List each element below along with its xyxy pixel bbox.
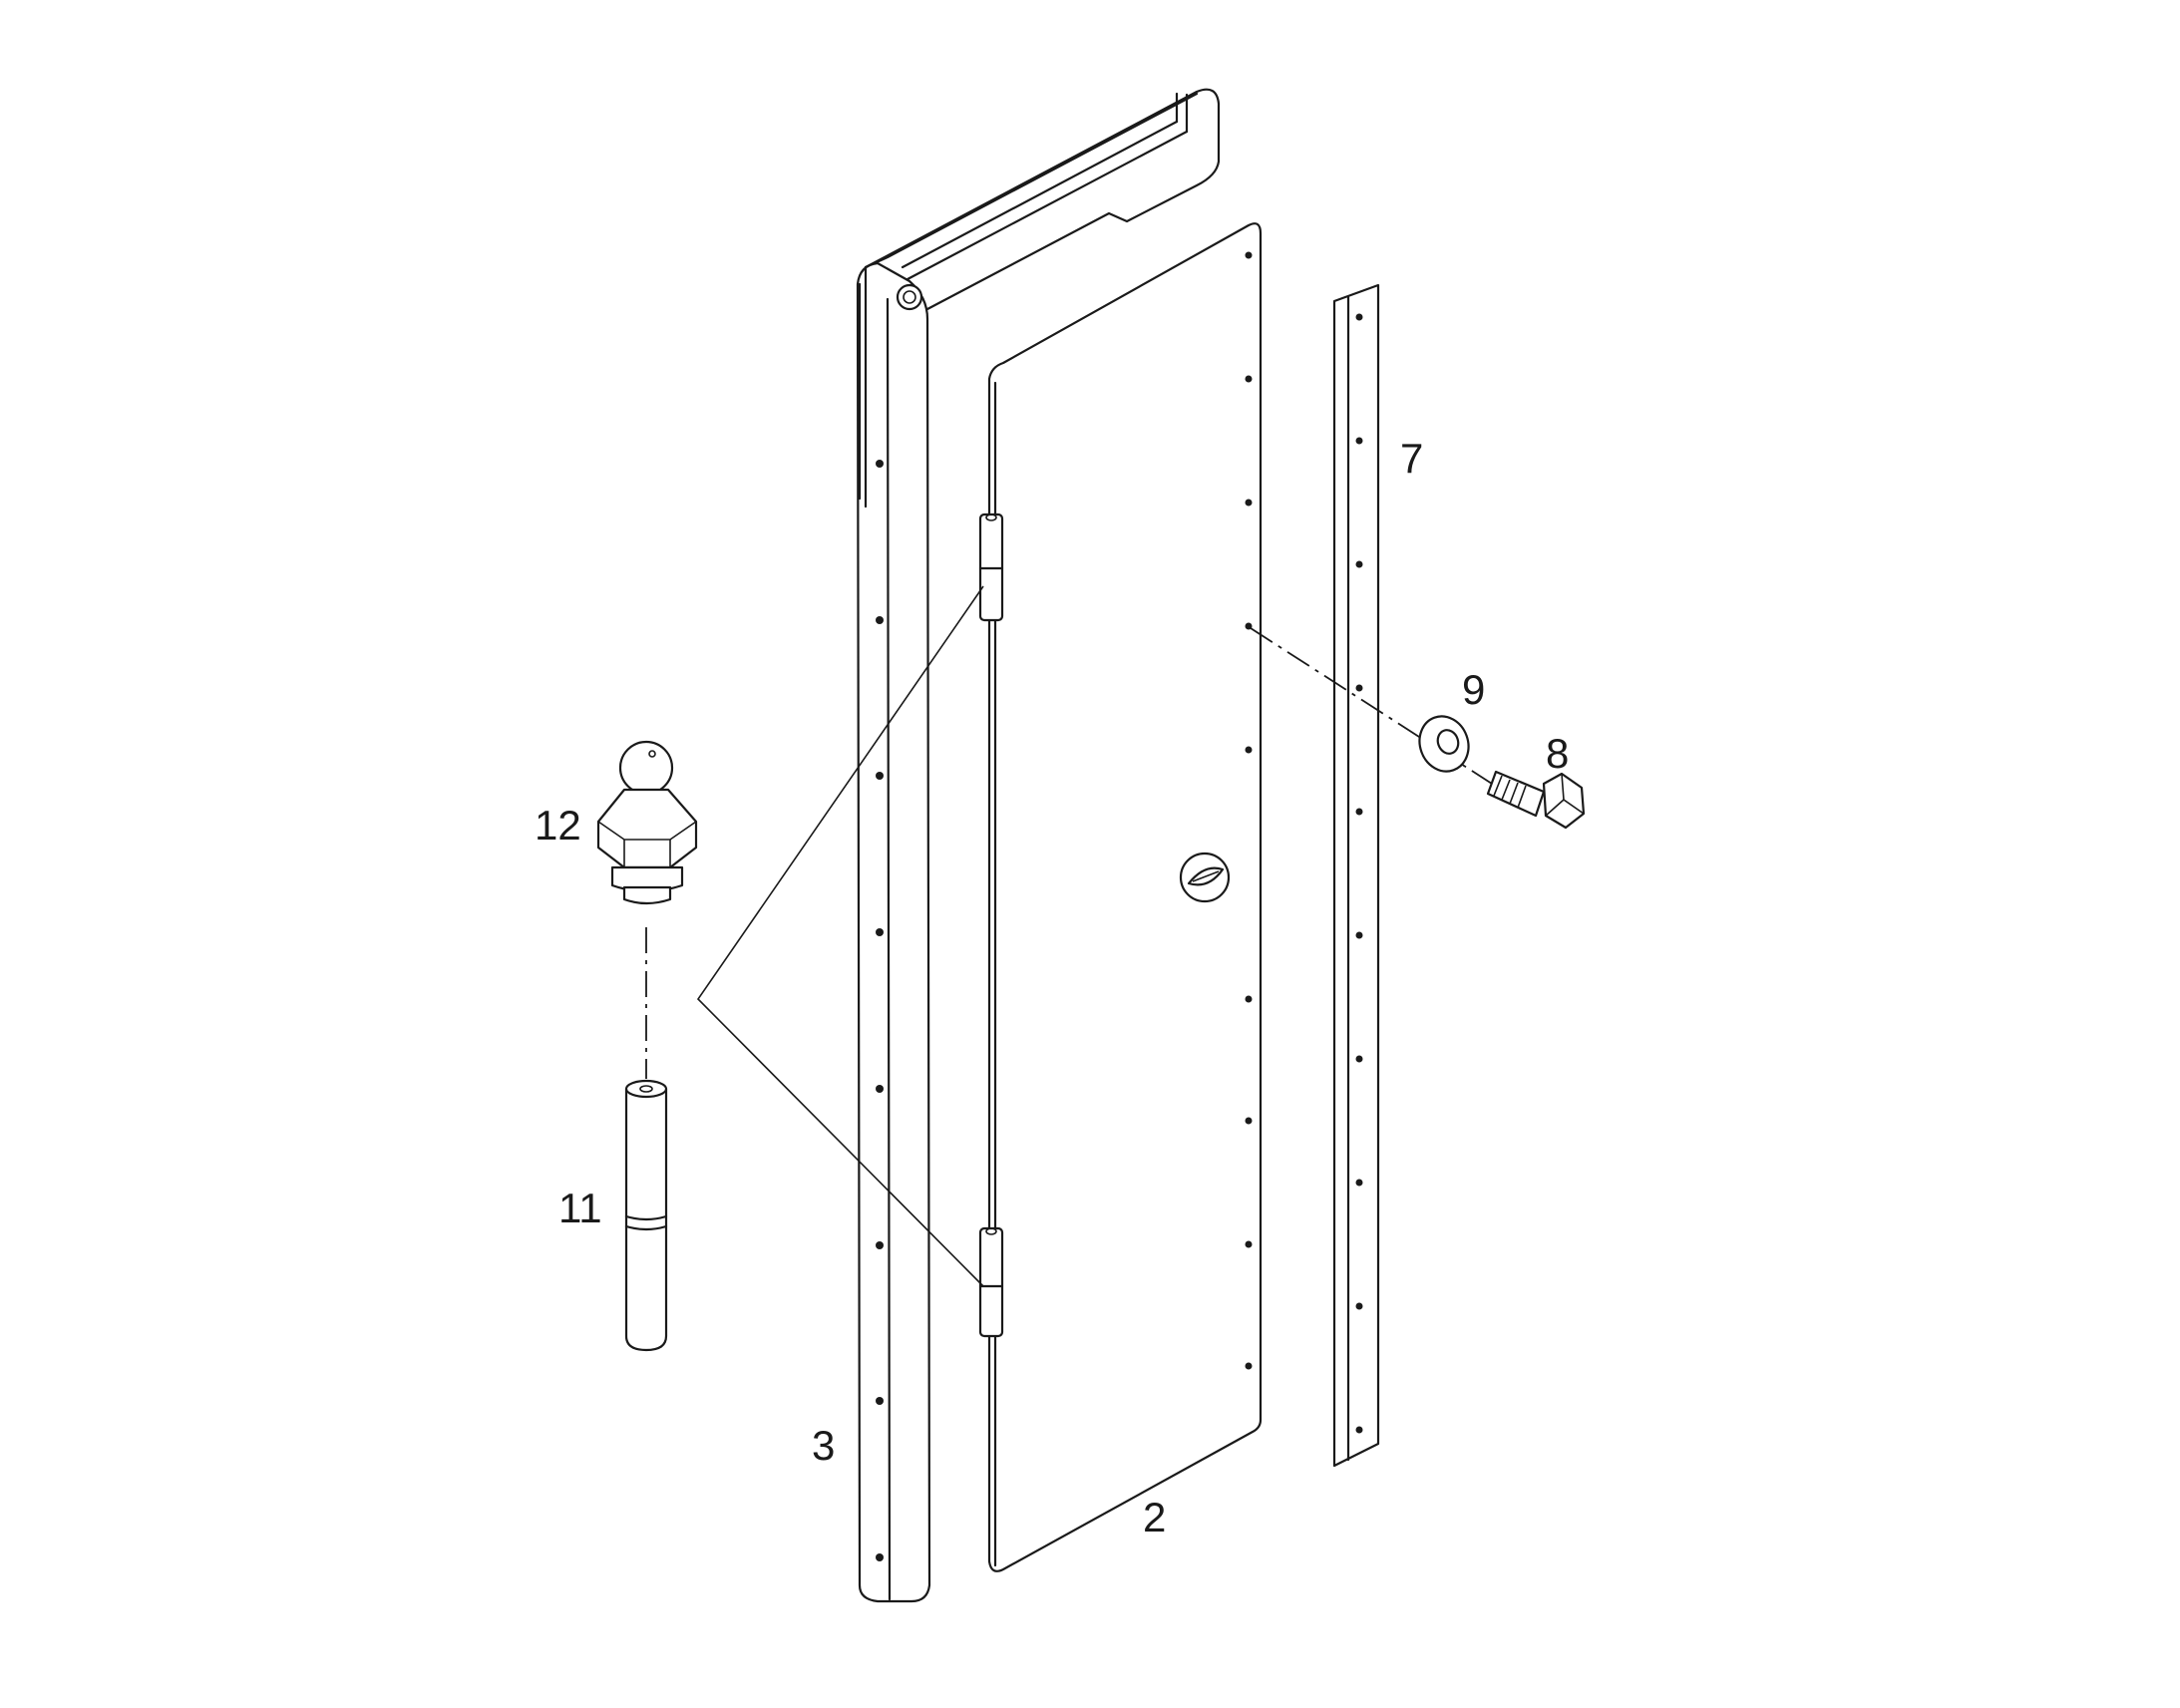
upper-hinge-knuckle [978,512,1004,622]
grease-fitting-part-12 [596,740,698,905]
callout-7: 7 [1400,435,1423,482]
callout-8: 8 [1546,730,1569,777]
callout-12: 12 [535,802,581,849]
bolt-part-8 [1486,770,1586,830]
hinge-pin-part-11 [624,1079,668,1352]
callout-2: 2 [1143,1494,1166,1540]
callout-9: 9 [1462,666,1485,713]
callout-3: 3 [812,1422,835,1469]
strip-part-7 [1332,283,1380,1468]
pin-leader-lines [696,585,984,1287]
frame-part-3 [856,88,1221,1603]
callout-11: 11 [558,1185,602,1231]
door-panel-part-2 [978,222,1263,1572]
lower-hinge-knuckle [978,1226,1004,1338]
washer-part-9 [1418,715,1470,773]
door-latch [1179,852,1231,903]
